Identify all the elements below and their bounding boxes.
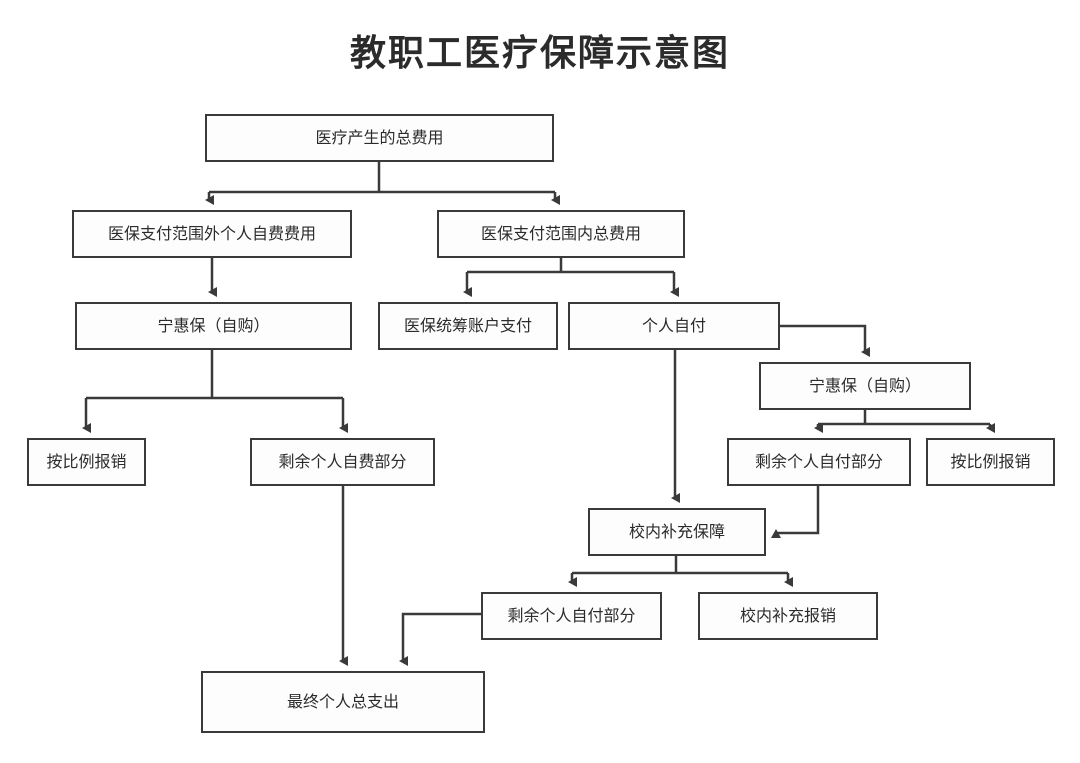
- node-label: 医保统筹账户支付: [403, 316, 532, 336]
- node-label: 校内补充保障: [628, 522, 725, 542]
- node-out-of-scope[interactable]: 医保支付范围外个人自费费用: [72, 210, 352, 258]
- node-label: 医疗产生的总费用: [315, 128, 444, 148]
- node-self-pay[interactable]: 个人自付: [568, 302, 780, 350]
- node-in-scope[interactable]: 医保支付范围内总费用: [437, 210, 685, 258]
- edge-remaining-self-pay-2-to-final-total: [399, 612, 481, 666]
- node-label: 宁惠保（自购）: [157, 316, 270, 336]
- node-label: 剩余个人自付部分: [507, 606, 636, 626]
- node-ninghuibao-left[interactable]: 宁惠保（自购）: [75, 302, 352, 350]
- node-remaining-self-cost[interactable]: 剩余个人自费部分: [250, 438, 435, 486]
- node-label: 按比例报销: [950, 452, 1031, 472]
- node-label: 宁惠保（自购）: [808, 376, 921, 396]
- edge-in-scope-to-split: [467, 258, 674, 274]
- node-pooled-account[interactable]: 医保统筹账户支付: [378, 302, 558, 350]
- edge-ninghuibao-right-to-split: [818, 410, 990, 426]
- node-label: 剩余个人自费部分: [278, 452, 407, 472]
- node-remaining-self-pay-2[interactable]: 剩余个人自付部分: [481, 592, 662, 640]
- node-final-total[interactable]: 最终个人总支出: [201, 671, 485, 733]
- node-campus-reimburse[interactable]: 校内补充报销: [698, 592, 878, 640]
- node-campus-supplement[interactable]: 校内补充保障: [588, 508, 766, 556]
- node-label: 剩余个人自付部分: [754, 452, 883, 472]
- edge-remaining-self-pay-to-campus-supplement: [771, 486, 820, 538]
- node-label: 最终个人总支出: [286, 692, 399, 712]
- node-label: 医保支付范围内总费用: [480, 224, 641, 244]
- node-ninghuibao-right[interactable]: 宁惠保（自购）: [759, 362, 971, 410]
- page-title: 教职工医疗保障示意图: [349, 33, 730, 74]
- edge-self-pay-to-ninghuibao-right: [780, 324, 870, 357]
- edge-campus-supplement-to-split: [572, 556, 788, 575]
- node-remaining-self-pay-1[interactable]: 剩余个人自付部分: [727, 438, 911, 486]
- node-reimburse-right[interactable]: 按比例报销: [926, 438, 1055, 486]
- edge-total-to-split: [209, 162, 555, 194]
- node-label: 按比例报销: [46, 452, 127, 472]
- edge-ninghuibao-left-to-split: [86, 350, 343, 400]
- node-label: 个人自付: [641, 316, 706, 336]
- node-label: 校内补充报销: [739, 606, 836, 626]
- node-reimburse-left[interactable]: 按比例报销: [27, 438, 146, 486]
- node-total-cost[interactable]: 医疗产生的总费用: [205, 114, 554, 162]
- node-label: 医保支付范围外个人自费费用: [107, 224, 316, 244]
